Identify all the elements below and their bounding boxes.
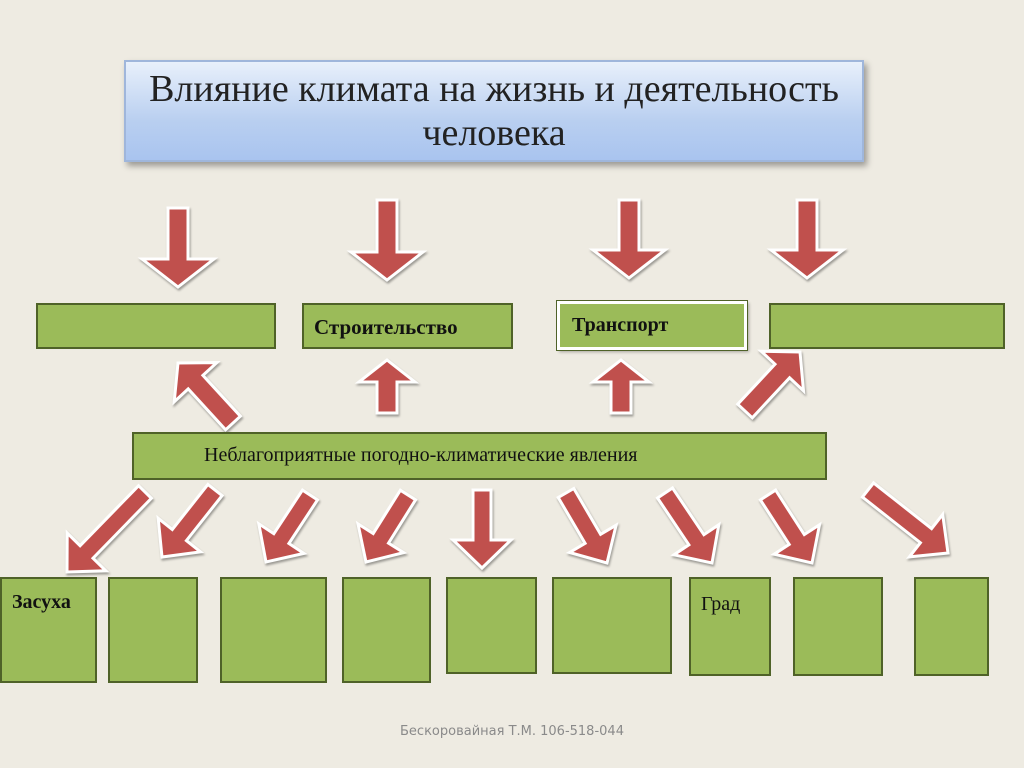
phenomenon-label-7: Град: [701, 593, 741, 615]
author-footer: Бескоровайная Т.М. 106-518-044: [400, 724, 624, 739]
phenomenon-box-8[interactable]: [793, 577, 883, 676]
title-text: Влияние климата на жизнь и деятельность …: [149, 68, 839, 154]
activity-box-1[interactable]: [36, 303, 276, 349]
arrow-mid-to-ph2-icon: [156, 482, 225, 559]
phenomenon-box-6[interactable]: [552, 577, 672, 674]
activity-box-4[interactable]: [769, 303, 1005, 349]
phenomenon-box-7[interactable]: Град: [689, 577, 771, 676]
activity-label-transport: Транспорт: [572, 314, 669, 336]
arrow-mid-to-box4-icon: [735, 349, 806, 420]
adverse-phenomena-box: Неблагоприятные погодно-климатические яв…: [132, 432, 827, 480]
arrow-mid-to-ph9-icon: [860, 480, 950, 559]
phenomenon-box-5[interactable]: [446, 577, 537, 674]
arrow-mid-to-transport-icon: [588, 358, 654, 415]
phenomenon-box-3[interactable]: [220, 577, 327, 683]
title-box: Влияние климата на жизнь и деятельность …: [124, 60, 864, 162]
activity-box-construction[interactable]: Строительство: [302, 303, 513, 349]
arrow-title-to-construction-icon: [346, 198, 428, 282]
arrow-title-to-transport-icon: [588, 198, 670, 280]
phenomenon-box-2[interactable]: [108, 577, 198, 683]
arrow-title-to-box1-icon: [137, 206, 219, 289]
phenomenon-box-1[interactable]: Засуха: [0, 577, 97, 683]
phenomenon-label-1: Засуха: [12, 591, 71, 613]
arrow-mid-to-ph8-icon: [758, 488, 822, 565]
arrow-mid-to-construction-icon: [354, 358, 420, 415]
arrow-mid-to-box1-icon: [172, 361, 243, 432]
arrow-mid-to-ph3-icon: [256, 488, 320, 564]
arrow-mid-to-ph1-icon: [65, 483, 154, 574]
activity-label-construction: Строительство: [314, 315, 458, 339]
arrow-title-to-box4-icon: [766, 198, 848, 280]
adverse-phenomena-label: Неблагоприятные погодно-климатические яв…: [204, 444, 638, 466]
phenomenon-box-9[interactable]: [914, 577, 989, 676]
activity-box-transport[interactable]: Транспорт: [557, 301, 747, 350]
phenomenon-box-4[interactable]: [342, 577, 431, 683]
arrow-mid-to-ph4-icon: [355, 488, 418, 564]
arrow-mid-to-ph5-icon: [449, 488, 515, 571]
arrow-mid-to-ph6-icon: [556, 486, 619, 565]
arrow-mid-to-ph7-icon: [655, 485, 721, 565]
